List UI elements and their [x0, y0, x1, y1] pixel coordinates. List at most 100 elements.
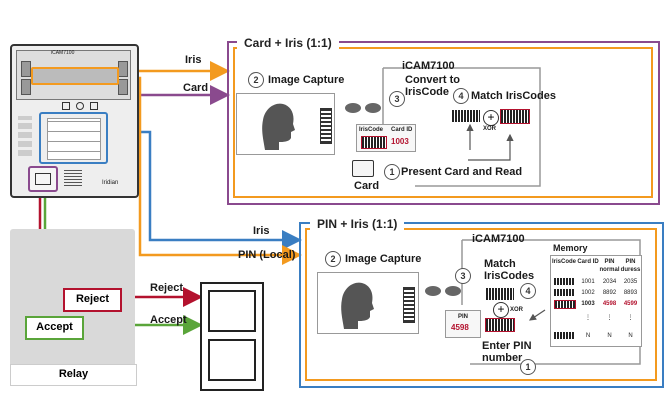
pin-value: 4598	[451, 323, 469, 332]
card-data-table: IrisCode Card ID 1003	[356, 124, 416, 152]
card-xor-label: XOR	[483, 126, 497, 132]
pin-local-flow-label: PIN (Local)	[238, 249, 296, 261]
scanner-icon	[320, 108, 332, 144]
memory-row-3-iriscode	[554, 300, 576, 309]
iriscode-left	[452, 110, 480, 122]
step-3-marker: 3	[389, 91, 405, 107]
memory-row-2-card: 1002	[581, 290, 595, 296]
pin-scanner-icon	[403, 287, 415, 323]
speaker-grille	[64, 170, 82, 186]
reject-flow-label: Reject	[150, 282, 184, 294]
card-label: Card	[354, 180, 380, 192]
pin-value-box: PIN 4598	[445, 310, 481, 338]
card-iriscode-value	[361, 136, 387, 149]
pin-xor-symbol-icon: +	[493, 302, 509, 318]
icam-device: iCAM7100 Iridian	[10, 44, 139, 198]
memory-row-5-duress: N	[628, 333, 633, 339]
memory-table: IrisCode Card ID PIN normal PIN duress 1…	[550, 255, 642, 347]
step-4-marker: 4	[453, 88, 469, 104]
xor-symbol-icon: +	[483, 110, 499, 126]
accept-flow-label: Accept	[150, 314, 187, 326]
pin-step-2-marker: 2	[325, 251, 341, 267]
memory-row-5-card: N	[585, 333, 591, 339]
device-brand: iCAM7100	[51, 50, 75, 56]
memory-row-5-pin: N	[607, 333, 612, 339]
card-capture-frame	[236, 93, 335, 155]
card-reader[interactable]	[28, 166, 58, 192]
card-flow-label: Card	[183, 82, 209, 94]
memory-row-2-duress: 8893	[623, 290, 638, 296]
pin-head-silhouette-icon	[336, 281, 376, 329]
enter-pin-label: Enter PIN number	[482, 340, 532, 365]
card-icon	[35, 173, 51, 185]
convert-label: Convert to IrisCode	[405, 74, 460, 99]
card-reader-icon	[352, 160, 374, 177]
memory-row-4-card: ⋮	[585, 315, 591, 321]
device-top-panel: iCAM7100	[16, 50, 131, 100]
door-top-pane	[208, 290, 256, 332]
match-label: Match IrisCodes	[471, 90, 556, 102]
memory-header-card-id: Card ID	[577, 259, 599, 265]
step-1-marker: 1	[384, 164, 400, 180]
head-silhouette-icon	[257, 102, 297, 150]
pin-xor-label: XOR	[510, 307, 524, 313]
pin-iris-inner-orange	[305, 228, 657, 381]
memory-row-1-duress: 2035	[623, 279, 638, 285]
card-iris-box	[227, 41, 660, 205]
door-panel	[200, 282, 264, 391]
pin-label: PIN	[458, 314, 469, 320]
pin-step-1-marker: 1	[520, 359, 536, 375]
memory-header-pin-duress: PIN duress	[620, 259, 641, 273]
side-buttons[interactable]	[18, 116, 32, 156]
memory-row-5-iriscode	[554, 332, 574, 339]
step-2-marker: 2	[248, 72, 264, 88]
memory-row-3-card: 1003	[581, 301, 595, 307]
indicator-lights	[62, 102, 102, 110]
card-id-header: Card ID	[391, 127, 413, 133]
camera-left-icon	[21, 61, 31, 77]
keypad[interactable]	[39, 112, 108, 164]
pin-step-3-marker: 3	[455, 268, 471, 284]
memory-row-3-duress: 4599	[623, 301, 638, 307]
card-box-device-label: iCAM7100	[402, 60, 455, 72]
iriscode-right	[500, 109, 530, 124]
iris-flow-label-top: Iris	[185, 54, 202, 66]
memory-row-1-card: 1001	[581, 279, 595, 285]
iris-lens-icon	[21, 79, 31, 95]
present-card-label: Present Card and Read	[401, 166, 523, 178]
pin-iris-title: PIN + Iris (1:1)	[310, 215, 405, 233]
memory-row-3-pin: 4598	[602, 301, 617, 307]
door-bottom-pane	[208, 339, 256, 381]
card-iris-inner-orange	[233, 47, 653, 198]
relay-label: Relay	[10, 364, 137, 386]
memory-row-4-duress: ⋮	[627, 315, 634, 321]
memory-row-1-iriscode	[554, 278, 574, 285]
memory-row-2-iriscode	[554, 289, 574, 296]
iris-flow-label-bottom: Iris	[253, 225, 270, 237]
reject-box: Reject	[63, 288, 122, 312]
memory-title: Memory	[553, 243, 588, 253]
memory-row-1-pin: 2034	[602, 279, 617, 285]
pin-image-capture-label: Image Capture	[345, 253, 422, 265]
pin-eyes-icon	[425, 286, 461, 296]
pin-iriscode-top	[486, 288, 514, 300]
iris-lens-right-icon	[118, 79, 128, 95]
memory-row-4-pin: ⋮	[606, 315, 613, 321]
camera-right-icon	[118, 61, 128, 77]
iris-window	[31, 67, 119, 85]
memory-header-pin-normal: PIN normal	[599, 259, 620, 273]
eyes-icon	[345, 103, 381, 113]
card-id-value: 1003	[391, 137, 409, 146]
pin-iris-box	[299, 222, 664, 388]
pin-capture-frame	[317, 272, 419, 334]
device-logo: Iridian	[102, 180, 119, 186]
pin-match-label: Match IrisCodes	[484, 258, 535, 283]
pin-box-device-label: iCAM7100	[472, 233, 525, 245]
pin-step-4-marker: 4	[520, 283, 536, 299]
memory-header-iriscode: IrisCode	[551, 259, 576, 265]
accept-box: Accept	[25, 316, 84, 340]
card-image-capture-label: Image Capture	[268, 74, 345, 86]
card-iris-title: Card + Iris (1:1)	[237, 34, 339, 52]
card-iriscode-header: IrisCode	[359, 127, 384, 133]
memory-row-2-pin: 8892	[602, 290, 617, 296]
